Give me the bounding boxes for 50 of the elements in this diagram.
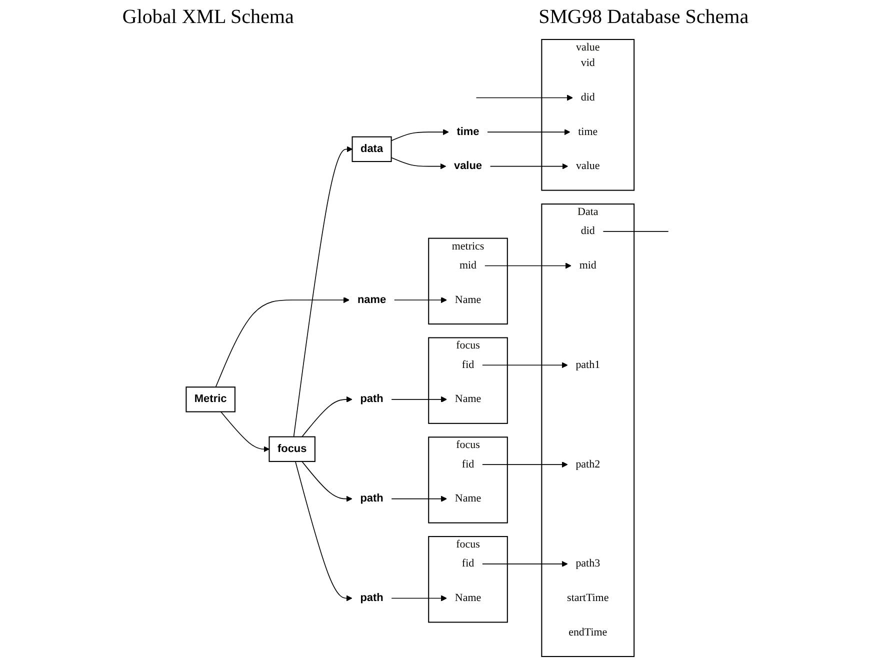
node-text: endTime	[568, 626, 608, 638]
arrow	[476, 94, 573, 101]
node-text: did	[580, 225, 595, 237]
node-text: value	[576, 160, 600, 172]
arrow	[482, 362, 568, 368]
node-box: data	[352, 136, 392, 162]
node-text: path	[360, 393, 384, 405]
node-box: Metric	[186, 386, 236, 412]
arrow	[391, 595, 447, 602]
node-text: path	[360, 592, 384, 604]
node-text: fid	[462, 558, 474, 570]
arrow	[215, 297, 350, 388]
arrow	[490, 163, 568, 170]
arrow	[390, 157, 446, 170]
node-text: Name	[454, 294, 482, 306]
arrow	[220, 411, 270, 452]
arrow	[394, 297, 447, 304]
arrow	[302, 461, 352, 502]
node-text: time	[578, 126, 598, 138]
node-text: Name	[454, 592, 482, 604]
arrow	[390, 129, 449, 142]
node-box: focus	[268, 436, 316, 462]
node-text: mid	[579, 260, 596, 272]
node-text: path3	[576, 558, 600, 570]
heading-text: SMG98 Database Schema	[538, 6, 749, 28]
node-text: fid	[462, 358, 474, 371]
node-text: did	[580, 92, 595, 104]
heading-text: Global XML Schema	[122, 6, 294, 28]
arrow	[482, 462, 568, 468]
arrow	[482, 560, 568, 567]
connector	[602, 231, 669, 232]
node-text: vid	[580, 57, 595, 69]
node-text: path	[360, 492, 384, 504]
arrow	[487, 129, 570, 136]
node-text: name	[357, 294, 386, 306]
arrow	[295, 461, 352, 602]
node-text: value	[454, 160, 482, 172]
node-text: Name	[454, 393, 482, 405]
node-text: startTime	[567, 592, 609, 604]
arrow	[302, 396, 352, 438]
arrow	[293, 146, 353, 438]
node-text: path2	[576, 458, 600, 470]
arrow	[391, 496, 447, 502]
node-text: Name	[454, 492, 482, 504]
node-text: path1	[576, 358, 600, 371]
node-text: mid	[459, 260, 477, 272]
arrow	[391, 396, 447, 402]
arrow	[484, 262, 572, 269]
node-text: time	[456, 126, 480, 138]
node-text: fid	[462, 458, 474, 470]
